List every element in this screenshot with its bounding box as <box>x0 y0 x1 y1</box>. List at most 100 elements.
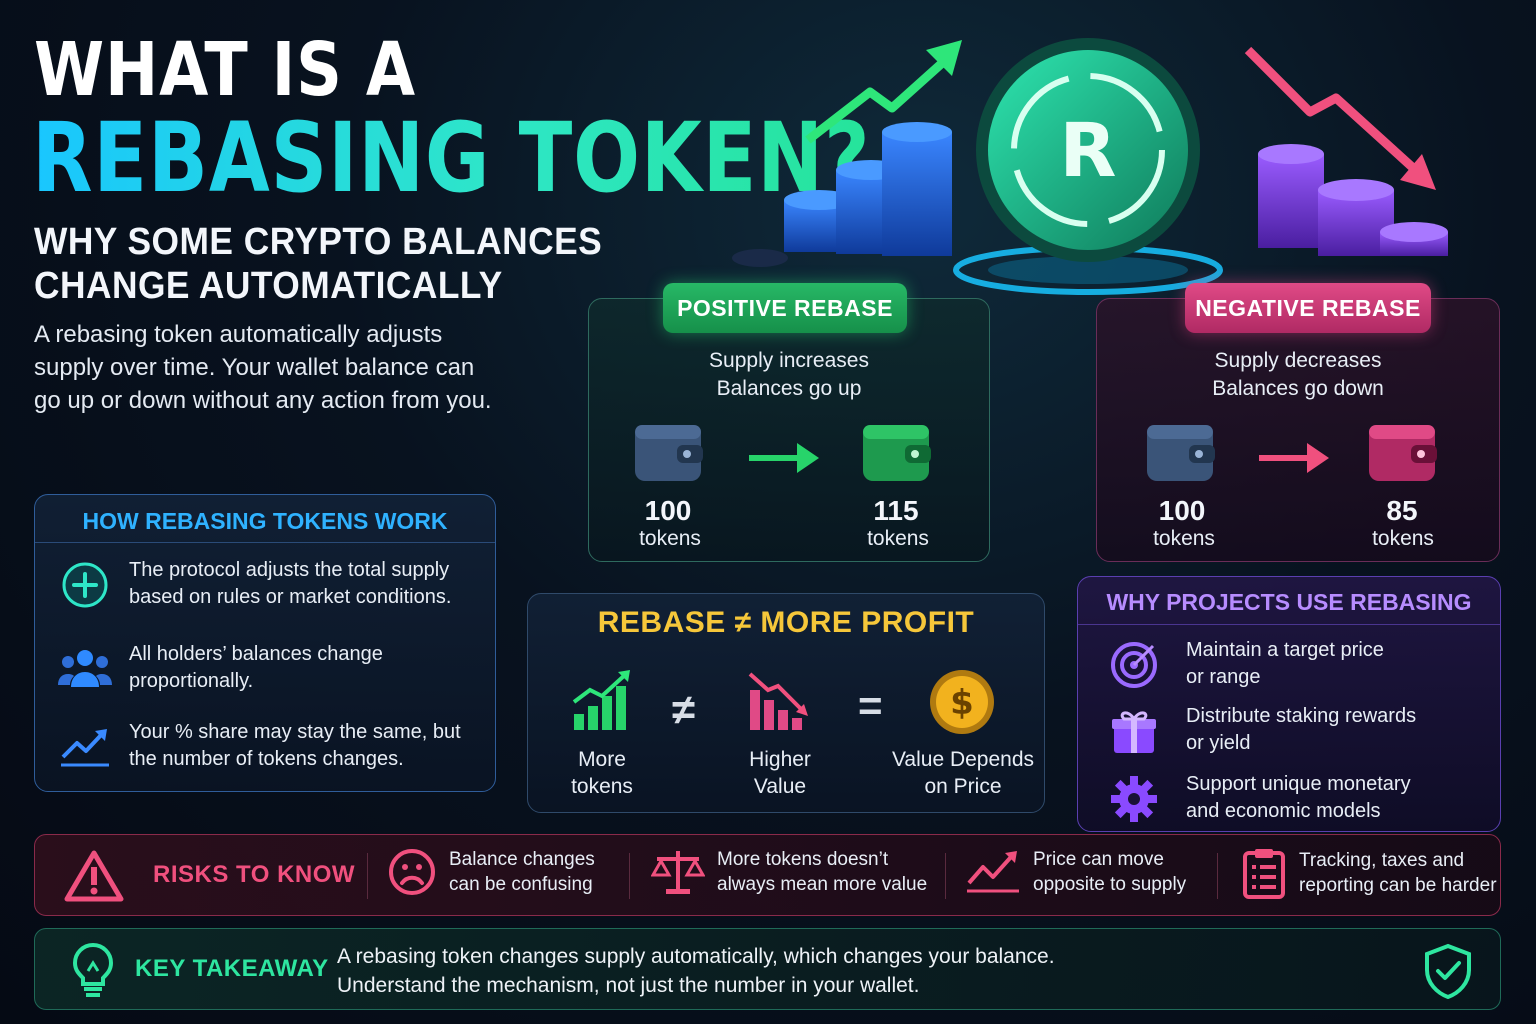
title-line-2: REBASING TOKEN? <box>32 102 871 214</box>
clipboard-icon <box>1243 849 1285 899</box>
risk-line-2: always mean more value <box>717 874 928 895</box>
negative-rebase-label: NEGATIVE REBASE <box>1185 283 1431 333</box>
value-depends-line-1: Value Depends <box>891 748 1035 771</box>
risk-line-1: Balance changes <box>449 849 595 870</box>
how-rebasing-panel: HOW REBASING TOKENS WORK The protocol ad… <box>34 494 496 792</box>
risk-item: Tracking, taxes and reporting can be har… <box>1241 847 1497 899</box>
divider <box>367 853 368 899</box>
blue-coin-stack-icon <box>732 122 952 267</box>
scales-icon <box>651 851 705 894</box>
trend-up-icon <box>57 719 113 775</box>
why-rebasing-title: WHY PROJECTS USE REBASING <box>1078 577 1500 625</box>
higher-value-line-2: Value <box>753 775 807 798</box>
users-icon <box>57 641 113 697</box>
positive-desc-line-1: Supply increases <box>709 349 869 372</box>
negative-desc-line-1: Supply decreases <box>1214 349 1382 372</box>
more-tokens-line-1: More <box>578 748 626 771</box>
rebase-coin-icon: R <box>953 38 1223 295</box>
risk-line-2: opposite to supply <box>1033 874 1187 895</box>
negative-to-unit: tokens <box>1372 527 1434 550</box>
title-line-1: WHAT IS A <box>34 27 417 113</box>
key-takeaway-bar: KEY TAKEAWAY A rebasing token changes su… <box>34 928 1501 1010</box>
hero-illustration: R <box>732 38 1448 295</box>
intro-text: A rebasing token automatically adjusts s… <box>34 321 492 414</box>
higher-value-label: Higher Value <box>730 746 830 800</box>
risk-item: Price can move opposite to supply <box>965 847 1186 897</box>
why-item-text: Distribute staking rewards or yield <box>1186 705 1417 754</box>
value-depends-label: Value Depends on Price <box>888 746 1038 800</box>
value-depends-line-2: on Price <box>924 775 1002 798</box>
gear-icon <box>1106 771 1162 827</box>
why-item-text: Maintain a target price or range <box>1186 639 1384 688</box>
rebase-profit-panel: REBASE ≠ MORE PROFIT ≠ = $ More tokens H… <box>527 593 1045 813</box>
divider <box>1217 853 1218 899</box>
risk-line-1: Tracking, taxes and <box>1299 850 1465 871</box>
lightbulb-icon <box>72 942 114 997</box>
positive-from-value: 100 <box>644 495 692 526</box>
how-item-text: The protocol adjusts the total supply ba… <box>129 559 452 608</box>
negative-rebase-desc: Supply decreases Balances go down <box>1097 347 1499 403</box>
up-trend-arrow-icon <box>805 40 962 144</box>
subtitle-line-2: CHANGE AUTOMATICALLY <box>34 265 503 307</box>
key-takeaway-title: KEY TAKEAWAY <box>135 955 329 982</box>
wallet-icon <box>635 425 703 481</box>
risk-line-2: can be confusing <box>449 874 593 895</box>
risk-line-2: reporting can be harder <box>1299 875 1497 896</box>
negative-to-value: 85 <box>1386 495 1418 526</box>
divider <box>945 853 946 899</box>
target-icon <box>1106 637 1162 693</box>
negative-from-unit: tokens <box>1153 527 1215 550</box>
risks-title: RISKS TO KNOW <box>153 861 356 888</box>
takeaway-line-1: A rebasing token changes supply automati… <box>337 945 1055 968</box>
positive-desc-line-2: Balances go up <box>716 377 862 400</box>
more-tokens-label: More tokens <box>552 746 652 800</box>
warning-icon <box>64 850 124 902</box>
risks-bar: RISKS TO KNOW Balance changes can be con… <box>34 834 1501 916</box>
equals-sign: = <box>858 682 883 729</box>
risk-item: Balance changes can be confusing <box>387 847 595 897</box>
why-rebasing-panel: WHY PROJECTS USE REBASING Maintain a tar… <box>1077 576 1501 832</box>
subtitle-line-1: WHY SOME CRYPTO BALANCES <box>34 221 603 263</box>
plus-circle-icon <box>57 557 113 613</box>
chart-icon <box>967 851 1019 893</box>
divider <box>629 853 630 899</box>
how-item: The protocol adjusts the total supply ba… <box>57 557 487 613</box>
positive-to-unit: tokens <box>867 527 929 550</box>
arrow-right-icon <box>1259 443 1329 473</box>
how-item: Your % share may stay the same, but the … <box>57 719 487 775</box>
positive-rebase-label: POSITIVE REBASE <box>663 283 907 333</box>
arrow-right-icon <box>749 443 819 473</box>
why-item-text: Support unique monetary and economic mod… <box>1186 773 1411 822</box>
positive-rebase-desc: Supply increases Balances go up <box>589 347 989 403</box>
bar-chart-down-icon <box>748 672 808 730</box>
why-item: Support unique monetary and economic mod… <box>1106 771 1411 827</box>
risk-line-1: Price can move <box>1033 849 1164 870</box>
bar-chart-up-icon <box>572 670 630 730</box>
negative-rebase-panel: NEGATIVE REBASE Supply decreases Balance… <box>1096 283 1500 562</box>
coin-letter: R <box>1060 108 1117 194</box>
purple-coin-stack-icon <box>1258 144 1448 256</box>
risk-line-1: More tokens doesn’t <box>717 849 889 870</box>
higher-value-line-1: Higher <box>749 748 811 771</box>
how-item-text: All holders’ balances change proportiona… <box>129 643 383 692</box>
how-item: All holders’ balances change proportiona… <box>57 641 487 697</box>
wallet-pink-icon <box>1369 425 1437 481</box>
negative-desc-line-2: Balances go down <box>1212 377 1384 400</box>
how-rebasing-title: HOW REBASING TOKENS WORK <box>35 495 495 543</box>
dollar-coin-icon: $ <box>930 670 994 734</box>
down-trend-arrow-icon <box>1244 46 1436 190</box>
key-takeaway-text: A rebasing token changes supply automati… <box>337 942 1055 1000</box>
more-tokens-line-2: tokens <box>571 775 633 798</box>
rebase-profit-title: REBASE ≠ MORE PROFIT <box>597 606 975 639</box>
positive-to-value: 115 <box>873 495 919 526</box>
why-item: Distribute staking rewards or yield <box>1106 703 1416 759</box>
positive-from-unit: tokens <box>639 527 701 550</box>
gift-icon <box>1106 703 1162 759</box>
how-item-text: Your % share may stay the same, but the … <box>129 721 461 770</box>
wallet-green-icon <box>863 425 931 481</box>
dollar-symbol: $ <box>950 683 974 723</box>
shield-check-icon <box>1425 943 1471 999</box>
positive-rebase-panel: POSITIVE REBASE Supply increases Balance… <box>588 283 990 562</box>
not-equal-sign: ≠ <box>672 686 696 733</box>
subtitle: WHY SOME CRYPTO BALANCES CHANGE AUTOMATI… <box>34 220 629 308</box>
